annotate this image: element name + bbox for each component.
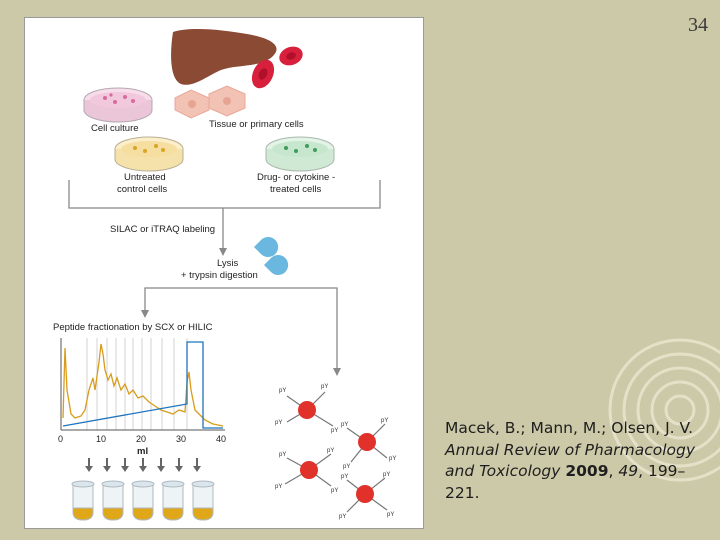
phospho-node-1 — [298, 401, 316, 419]
treated-label-1: Drug- or cytokine - — [257, 172, 335, 183]
connector-lines — [68, 180, 381, 368]
fraction-arrows — [85, 458, 201, 472]
citation: Macek, B.; Mann, M.; Olsen, J. V. Annual… — [445, 419, 696, 502]
svg-text:pY: pY — [383, 472, 390, 478]
phospho-node-3 — [300, 461, 318, 479]
tube-1 — [71, 480, 95, 521]
workflow-figure: Cell culture Tissue or primary cells Unt… — [24, 17, 424, 529]
svg-text:pY: pY — [279, 452, 286, 458]
svg-text:pY: pY — [341, 422, 348, 428]
untreated-dish — [114, 136, 184, 172]
cell-culture-label: Cell culture — [91, 123, 139, 134]
citation-volume: 49 — [618, 462, 639, 480]
phospho-node-2 — [358, 433, 376, 451]
citation-authors: Macek, B.; Mann, M.; Olsen, J. V. — [445, 419, 694, 437]
axis-ticks: 0 10 20 30 40 — [58, 434, 226, 444]
svg-text:pY: pY — [387, 512, 394, 518]
phospho-node-4 — [356, 485, 374, 503]
svg-text:pY: pY — [327, 448, 334, 454]
untreated-label-1: Untreated — [124, 172, 166, 183]
svg-text:40: 40 — [216, 434, 226, 444]
citation-journal: Annual Review of Pharmacology and Toxico… — [445, 440, 696, 481]
workflow-diagram: Cell culture Tissue or primary cells Unt… — [53, 28, 396, 521]
svg-text:pY: pY — [339, 514, 346, 520]
svg-text:0: 0 — [58, 434, 63, 444]
svg-text:pY: pY — [279, 388, 286, 394]
lysis-label-2: + trypsin digestion — [181, 270, 258, 281]
svg-text:pY: pY — [275, 484, 282, 490]
py-labels: pY pY pY pY pY pY pY pY pY pY pY pY pY p… — [275, 384, 396, 520]
svg-text:pY: pY — [331, 428, 338, 434]
slide-number: 34 — [688, 14, 708, 36]
svg-text:pY: pY — [341, 474, 348, 480]
chromatogram: 0 10 20 30 40 ml — [58, 338, 226, 457]
liver-illustration — [171, 28, 277, 85]
citation-year: 2009 — [565, 462, 609, 480]
phosphopeptide-network: pY pY pY pY pY pY pY pY pY pY pY pY pY p… — [275, 384, 396, 520]
orange-trace — [62, 343, 224, 427]
blue-trace — [62, 341, 223, 429]
svg-text:10: 10 — [96, 434, 106, 444]
tissue-label: Tissue or primary cells — [209, 119, 304, 130]
lysis-label-1: Lysis — [217, 258, 239, 269]
tube-5 — [191, 480, 215, 521]
svg-text:20: 20 — [136, 434, 146, 444]
background-swirl-decoration — [608, 338, 720, 482]
tube-3 — [131, 480, 155, 521]
citation-pages: 199–221. — [445, 462, 686, 502]
labeling-label: SILAC or iTRAQ labeling — [110, 224, 215, 235]
fraction-tubes — [71, 480, 215, 521]
svg-text:30: 30 — [176, 434, 186, 444]
svg-text:pY: pY — [275, 420, 282, 426]
cell-culture-dish — [83, 87, 153, 123]
trypsin-icon — [254, 237, 289, 276]
svg-text:pY: pY — [321, 384, 328, 390]
svg-text:pY: pY — [381, 418, 388, 424]
tube-2 — [101, 480, 125, 521]
svg-text:pY: pY — [331, 488, 338, 494]
treated-label-2: treated cells — [270, 184, 321, 195]
axis-unit-label: ml — [137, 446, 148, 457]
tube-4 — [161, 480, 185, 521]
arrowheads — [141, 248, 341, 376]
svg-text:pY: pY — [389, 456, 396, 462]
svg-text:pY: pY — [343, 464, 350, 470]
untreated-label-2: control cells — [117, 184, 167, 195]
treated-dish — [265, 136, 335, 172]
fractionation-label: Peptide fractionation by SCX or HILIC — [53, 322, 213, 333]
